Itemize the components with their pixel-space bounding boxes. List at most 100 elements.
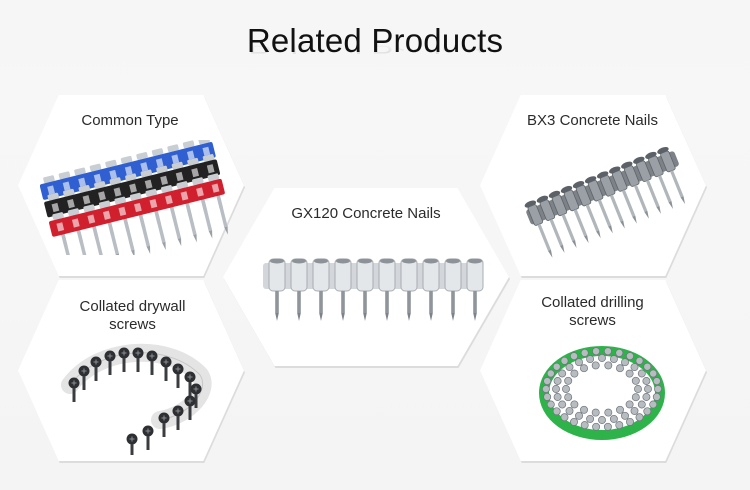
drilling-screw-head <box>564 393 573 402</box>
gx120-nail <box>312 258 330 321</box>
drilling-screw-head <box>558 400 567 409</box>
bx3-nail <box>621 161 649 219</box>
drilling-screw-head <box>580 405 588 414</box>
gx120-nail <box>356 258 374 321</box>
gx120-nail <box>378 258 396 321</box>
drilling-screw-head <box>615 421 624 430</box>
green-band <box>539 346 665 440</box>
drilling-screw-head <box>546 369 555 378</box>
drilling-screw-head <box>626 352 634 361</box>
gx120-nail <box>422 258 440 321</box>
drilling-screw-head <box>621 411 629 420</box>
product-label-bx3-concrete-nails: BX3 Concrete Nails <box>527 112 658 129</box>
gx120-nails-image[interactable] <box>255 255 490 325</box>
drilling-screw-head <box>562 385 570 393</box>
gx120-nail <box>268 258 286 321</box>
drilling-screw-head <box>552 385 560 393</box>
drilling-screw-head <box>631 376 640 385</box>
gx120-nail <box>444 258 462 321</box>
drilling-screw-head <box>542 385 550 393</box>
drywall-screw <box>184 395 196 420</box>
drilling-screw-head <box>637 400 646 409</box>
bx3-nail <box>645 151 673 210</box>
drilling-screw-head <box>553 393 562 401</box>
product-label-gx120-concrete-nails: GX120 Concrete Nails <box>291 205 441 222</box>
drywall-screw <box>90 356 102 381</box>
drilling-screw-head <box>631 393 640 402</box>
drywall-screw <box>104 350 116 375</box>
drilling-screw-head <box>635 413 644 422</box>
drilling-screw-head <box>543 377 552 386</box>
drilling-screws-image[interactable] <box>535 333 670 443</box>
drilling-screw-head <box>616 405 624 414</box>
drilling-screw-head <box>575 358 583 367</box>
drilling-screw-head <box>625 400 634 409</box>
drilling-screw-head <box>603 347 612 356</box>
drilling-screw-head <box>598 416 606 424</box>
drywall-screw <box>118 347 130 372</box>
collated-nails-image[interactable] <box>40 140 230 255</box>
drilling-screw-head <box>635 356 644 365</box>
drilling-screw-head <box>564 376 573 385</box>
drilling-screw-head <box>652 392 661 401</box>
drilling-screw-head <box>570 352 578 361</box>
product-label-common-type: Common Type <box>81 112 179 129</box>
drilling-screw-head <box>570 369 579 378</box>
gx120-nail <box>400 258 418 321</box>
drilling-screw-head <box>560 356 569 365</box>
bx3-nail <box>633 156 661 214</box>
drilling-screw-head <box>580 348 589 357</box>
drywall-screw <box>160 356 172 381</box>
drilling-screw-head <box>637 369 646 378</box>
drywall-screw <box>146 350 158 375</box>
drilling-screw-head <box>643 407 652 416</box>
drilling-screw-head <box>552 407 561 416</box>
drilling-screw-head <box>626 417 634 426</box>
drywall-screws-image[interactable] <box>60 335 220 455</box>
drilling-screw-head <box>652 377 661 386</box>
bx3-nail <box>657 146 686 205</box>
drywall-screw <box>172 405 184 430</box>
drywall-screw <box>132 347 144 372</box>
bx3-nail <box>572 181 601 239</box>
drilling-screw-head <box>570 400 579 409</box>
drilling-screw-head <box>592 422 601 431</box>
drilling-screw-head <box>586 414 595 423</box>
bx3-nail <box>548 190 577 249</box>
drilling-screw-head <box>630 363 639 372</box>
drilling-screw-head <box>570 417 578 426</box>
drilling-screw-head <box>598 354 606 362</box>
drilling-screw-head <box>604 361 613 370</box>
product-label-collated-drywall-screws: Collated drywall screws <box>79 298 186 333</box>
gx120-nail <box>290 258 308 321</box>
drywall-screw <box>142 425 154 450</box>
drilling-screw-head <box>558 369 567 378</box>
drilling-screw-head <box>609 414 618 423</box>
drilling-screw-head <box>644 385 652 393</box>
drywall-screw <box>68 377 80 402</box>
bx3-nail <box>584 176 613 234</box>
drywall-screw <box>172 363 184 388</box>
drilling-screw-head <box>553 377 562 385</box>
drilling-screw-head <box>616 364 624 373</box>
drilling-screw-head <box>642 393 651 401</box>
drilling-screw-head <box>591 408 600 417</box>
drilling-screw-head <box>575 411 583 420</box>
drilling-screw-head <box>580 421 589 430</box>
drywall-screw <box>190 383 202 408</box>
bx3-nail <box>609 166 637 224</box>
drilling-screw-head <box>565 406 574 415</box>
bx3-nail <box>597 171 625 229</box>
drilling-screw-head <box>649 400 658 409</box>
gx120-nail <box>466 258 484 321</box>
drywall-screw <box>126 433 138 455</box>
drilling-screw-head <box>543 392 552 401</box>
drilling-screw-head <box>604 408 613 417</box>
drilling-screw-head <box>586 355 595 364</box>
red-nail-strip <box>49 173 228 255</box>
drilling-screw-head <box>609 355 618 364</box>
bx3-nails-image[interactable] <box>520 140 690 265</box>
drywall-screw <box>158 412 170 437</box>
drilling-screw-head <box>580 364 588 373</box>
drilling-screw-head <box>546 400 555 409</box>
